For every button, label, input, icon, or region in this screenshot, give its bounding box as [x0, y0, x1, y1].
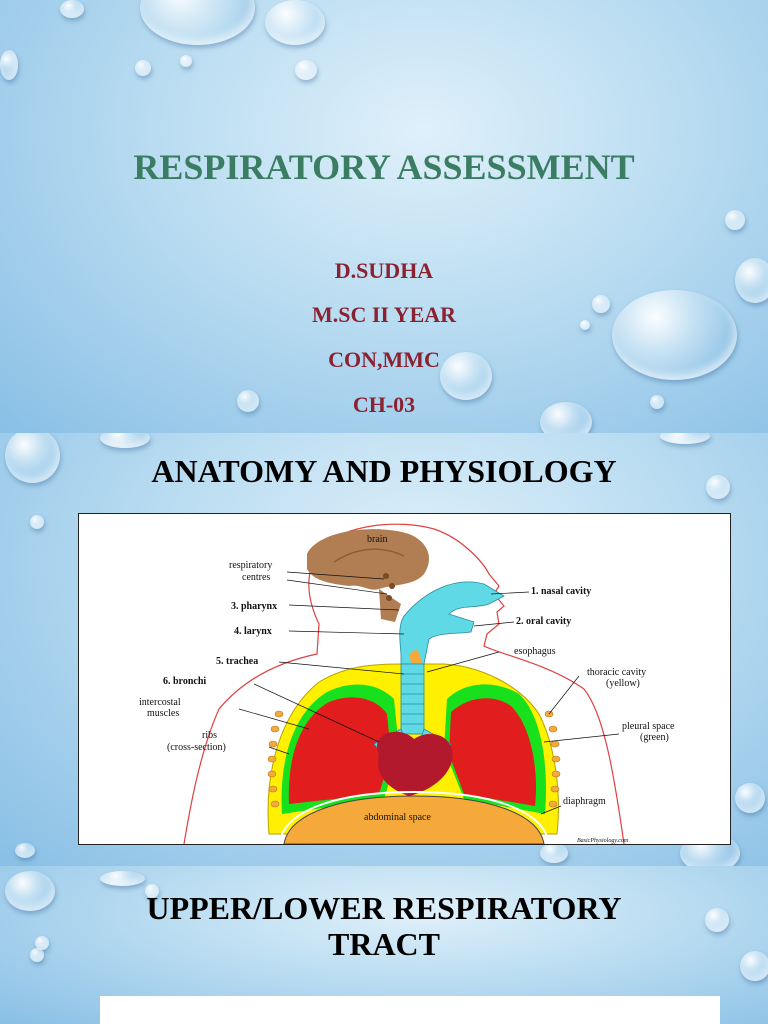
abdominal-space-shape [283, 795, 545, 844]
slide-title: ANATOMY AND PHYSIOLOGY [151, 453, 617, 489]
resp-centre-dot [389, 583, 395, 589]
respiratory-diagram-svg: brain respiratory centres 3. pharynx 4. … [139, 523, 675, 844]
label-larynx: 4. larynx [234, 626, 272, 637]
left-lung [288, 697, 391, 804]
label-bronchi: 6. bronchi [163, 676, 206, 687]
respiratory-system-diagram: brain respiratory centres 3. pharynx 4. … [78, 513, 731, 845]
presentation-title: RESPIRATORY ASSESSMENT [133, 147, 635, 187]
brainstem-shape [379, 589, 401, 622]
brain-shape [307, 529, 429, 590]
trachea-rings [401, 673, 424, 725]
label-credit: BasicPhysiology.com [577, 838, 629, 844]
course-code: CH-03 [352, 392, 416, 417]
author-institution: CON,MMC [328, 347, 440, 372]
label-oral-cavity: 2. oral cavity [516, 616, 571, 627]
slide-title: UPPER/LOWER RESPIRATORY TRACT [0, 890, 768, 962]
right-lung [449, 698, 536, 806]
airway-shape [399, 581, 505, 690]
brain-fold [333, 548, 405, 563]
label-intercostal-1: intercostal [139, 697, 181, 708]
title-slide: RESPIRATORY ASSESSMENT D.SUDHA M.SC II Y… [0, 0, 768, 433]
author-degree: M.SC II YEAR [311, 302, 457, 327]
heart-shape [377, 731, 453, 796]
label-pleural-space-2: (green) [640, 732, 669, 743]
label-thoracic-cavity-1: thoracic cavity [587, 667, 646, 678]
slide-title-line-1: UPPER/LOWER RESPIRATORY [146, 890, 622, 926]
label-nasal-cavity: 1. nasal cavity [531, 586, 591, 597]
resp-centre-dot [383, 573, 389, 579]
label-intercostal-2: muscles [147, 708, 179, 719]
content-image-placeholder [100, 996, 720, 1024]
anatomy-slide: ANATOMY AND PHYSIOLOGY [0, 433, 768, 866]
label-pharynx: 3. pharynx [231, 601, 277, 612]
label-pleural-space-1: pleural space [622, 721, 675, 732]
label-diaphragm: diaphragm [563, 796, 606, 807]
author-name: D.SUDHA [334, 258, 434, 283]
diaphragm-shape [278, 790, 550, 844]
label-esophagus: esophagus [514, 646, 556, 657]
label-respiratory-centres-1: respiratory [229, 560, 272, 571]
label-ribs-2: (cross-section) [167, 742, 226, 753]
label-abdominal-space: abdominal space [364, 812, 431, 823]
resp-centre-dot [386, 595, 392, 601]
leader-lines [238, 571, 620, 815]
label-ribs-1: ribs [202, 730, 217, 741]
slide-title-line-2: TRACT [327, 926, 440, 962]
tract-slide: UPPER/LOWER RESPIRATORY TRACT [0, 866, 768, 1024]
label-respiratory-centres-2: centres [242, 572, 270, 583]
label-thoracic-cavity-2: (yellow) [606, 678, 640, 689]
label-brain: brain [367, 534, 388, 545]
body-outline [183, 523, 625, 844]
label-trachea: 5. trachea [216, 656, 258, 667]
trachea-shape [400, 663, 425, 735]
